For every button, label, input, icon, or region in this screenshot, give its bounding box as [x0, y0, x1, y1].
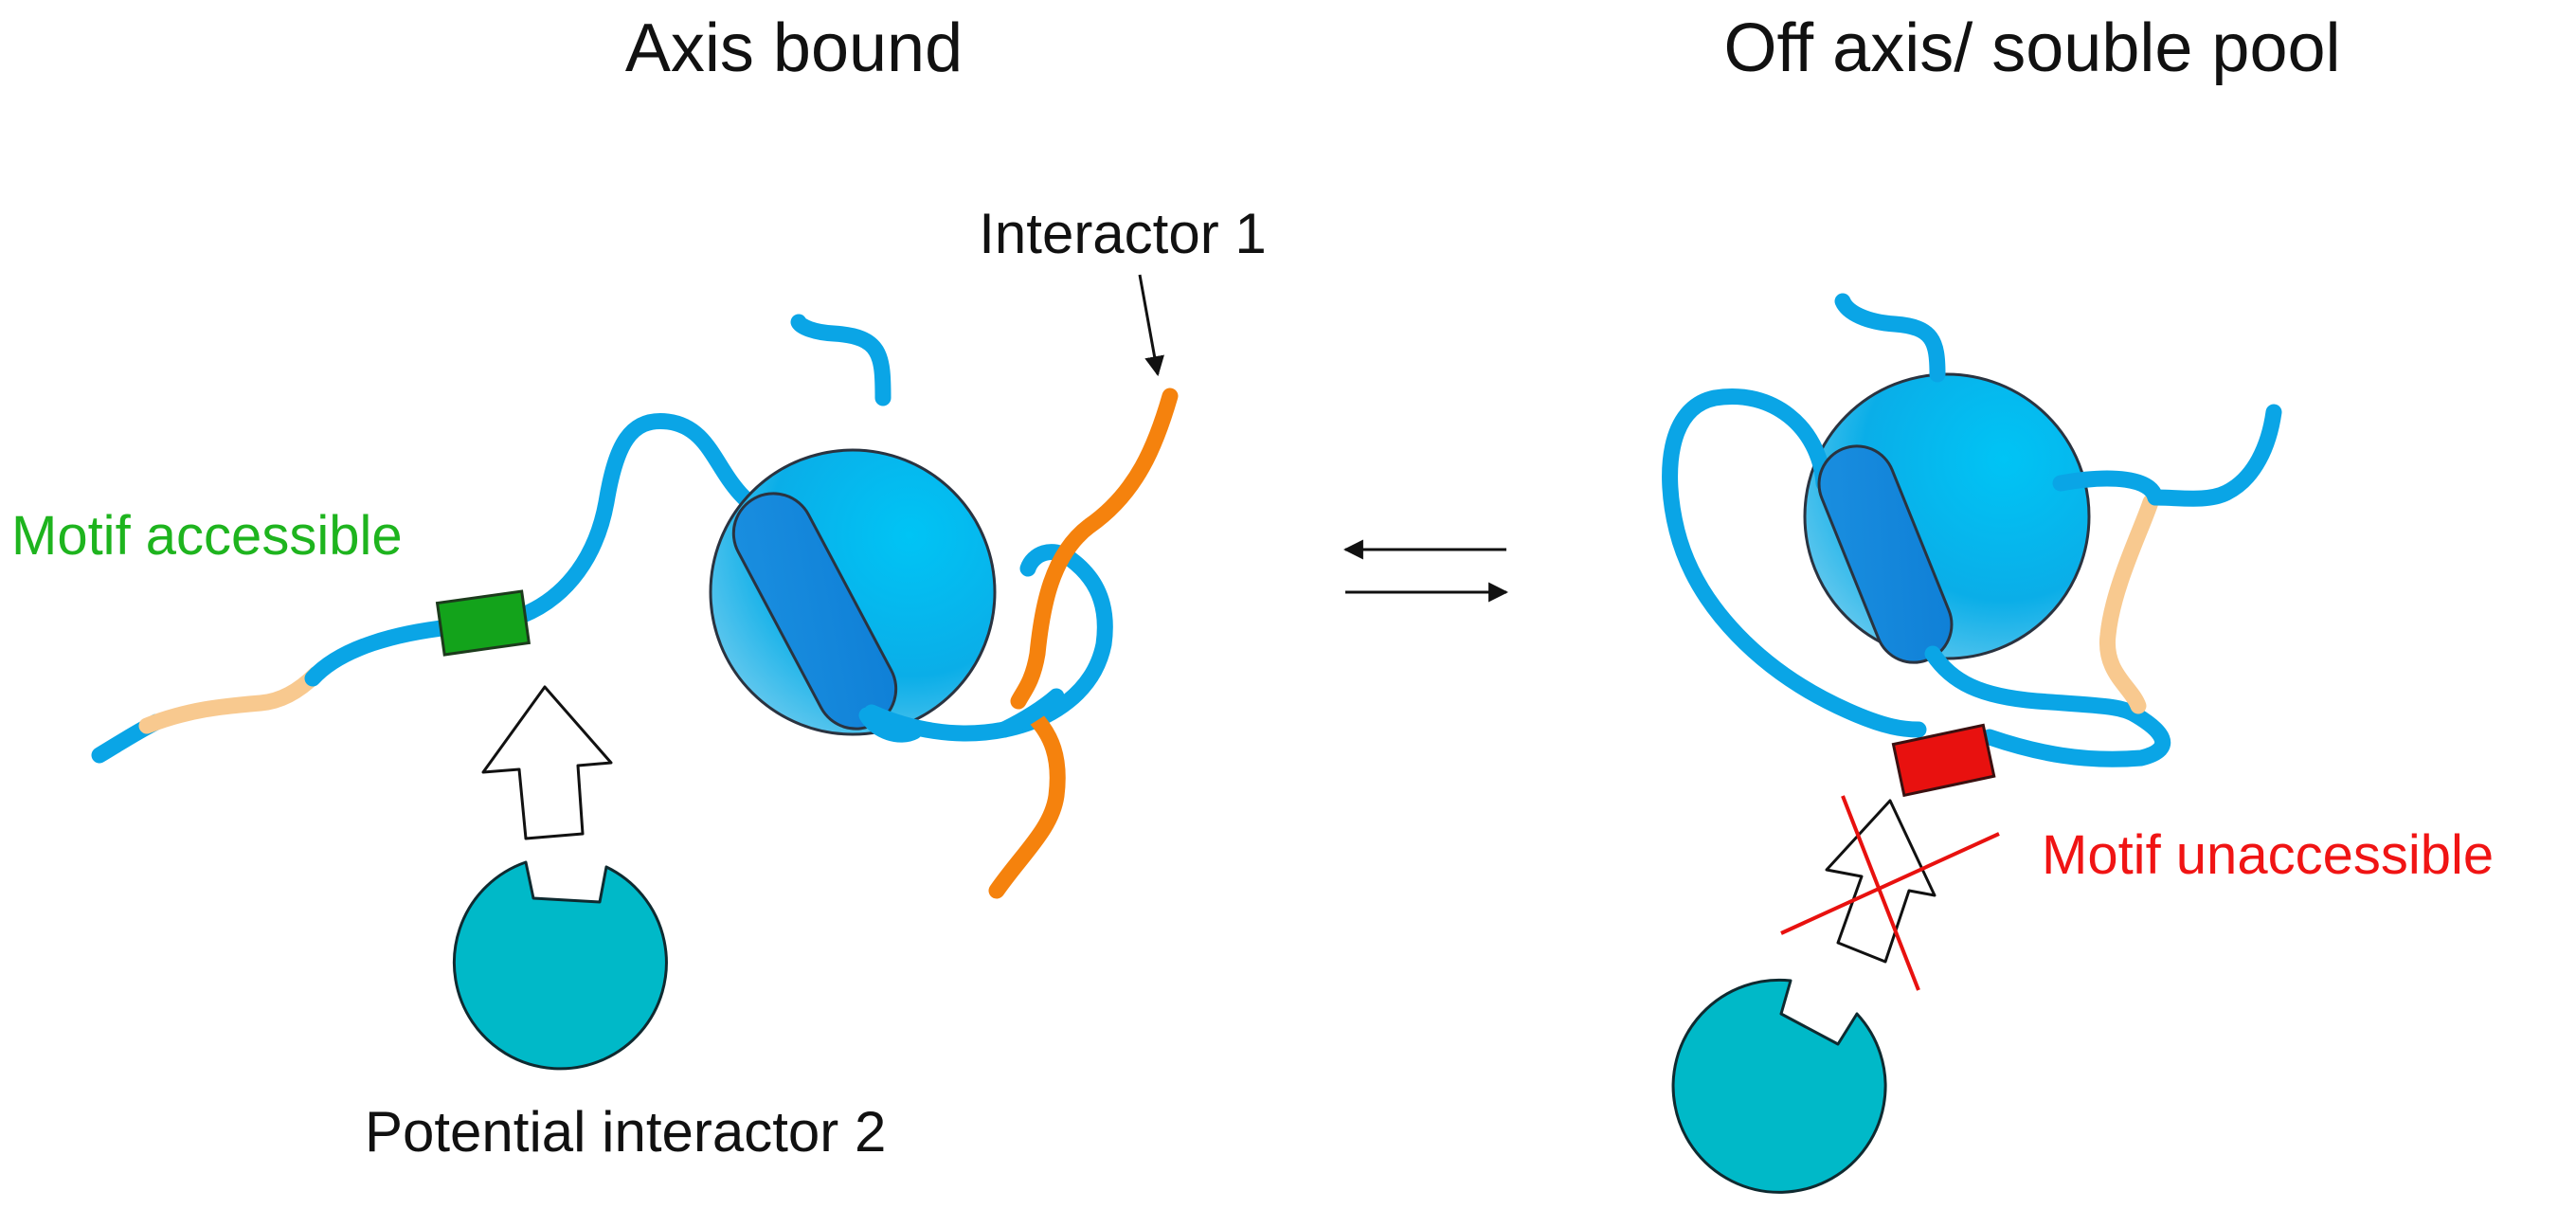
left-interactor-1-lower: [988, 707, 1066, 899]
cross-out-icon: [1780, 795, 2000, 991]
panel-title-right: Off axis/ souble pool: [1723, 10, 2340, 86]
left-chain-beige-segment: [138, 666, 324, 734]
right-binding-arrow-icon: [1825, 799, 1937, 964]
left-accessible-motif: [435, 589, 531, 657]
left-chain-to-globule: [513, 412, 781, 624]
left-chain-linker: [304, 619, 459, 687]
right-potential-interactor-2: [1671, 978, 1887, 1194]
label-interactor-1: Interactor 1: [979, 202, 1267, 265]
left-interactor-1-upper: [1010, 388, 1179, 710]
right-beige-segment: [2099, 494, 2159, 714]
left-binding-arrow-icon: [481, 685, 613, 840]
left-chain-crossover: [996, 688, 1065, 738]
left-globule-tail: [790, 314, 892, 406]
equilibrium-arrows-icon: [1342, 539, 1509, 603]
right-inaccessible-motif: [1891, 723, 1996, 798]
label-motif-unaccessible: Motif unaccessible: [2042, 824, 2494, 886]
right-chain-loop: [1662, 388, 1927, 738]
panel-title-left: Axis bound: [625, 10, 963, 86]
right-chain-lower: [1924, 645, 2171, 767]
label-motif-accessible: Motif accessible: [11, 505, 403, 567]
right-panel: Motif unaccessible: [1662, 293, 2494, 1194]
left-panel: Interactor 1 Motif accessible Potential …: [11, 202, 1267, 1164]
label-potential-interactor-2: Potential interactor 2: [365, 1100, 886, 1164]
left-potential-interactor-2: [452, 860, 668, 1071]
interactor-1-pointer-arrow: [1138, 274, 1164, 377]
right-globule-tail: [1834, 293, 1946, 383]
left-chain-wrap-back: [858, 707, 923, 743]
right-chain-right-tail: [2147, 404, 2282, 507]
